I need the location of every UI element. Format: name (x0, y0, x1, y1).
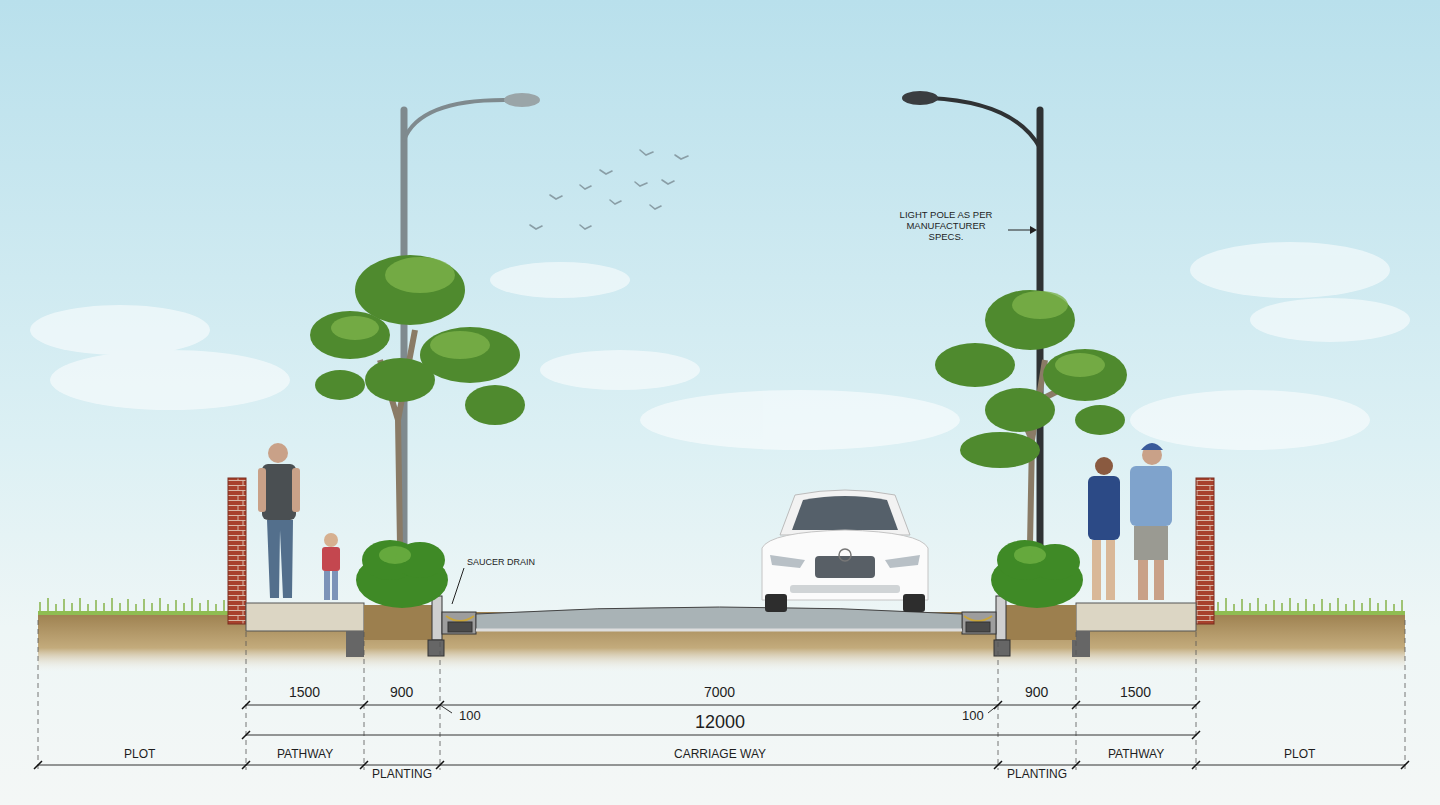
dimension-text: 1500 (1120, 684, 1151, 700)
zone-label: CARRIAGE WAY (674, 748, 766, 762)
dimension-text: 100 (962, 709, 984, 724)
dimension-text: 12000 (695, 712, 745, 733)
dimension-text: 900 (390, 684, 413, 700)
dimension-text: 100 (459, 709, 481, 724)
dimension-text: 900 (1025, 684, 1048, 700)
zone-label: PLANTING (1007, 768, 1067, 782)
zone-label: PATHWAY (277, 748, 333, 762)
zone-label: PLOT (1284, 748, 1315, 762)
zone-label: PLANTING (372, 768, 432, 782)
zone-label: PATHWAY (1108, 748, 1164, 762)
callout-note: SAUCER DRAIN (467, 557, 535, 567)
dimension-text: 7000 (704, 684, 735, 700)
callout-note: LIGHT POLE AS PER MANUFACTURER SPECS. (890, 210, 1002, 243)
zone-label: PLOT (124, 748, 155, 762)
dimension-text: 1500 (289, 684, 320, 700)
